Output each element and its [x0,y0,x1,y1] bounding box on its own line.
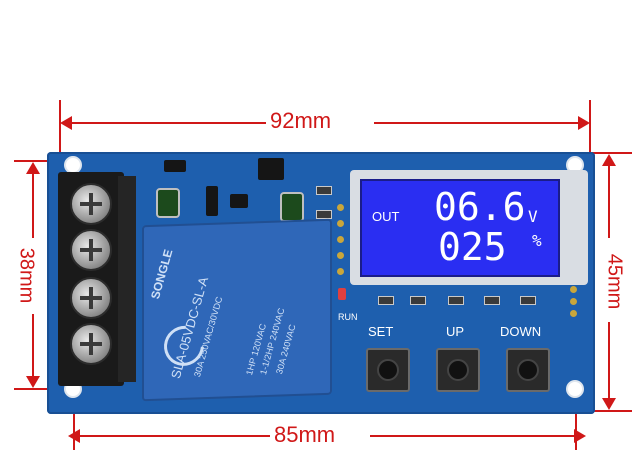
smd-row-5 [520,296,536,305]
header-pin-3 [337,236,344,243]
left-arrow-down-icon [26,376,40,388]
right-extension-top [592,152,632,154]
terminal-block-side [118,176,136,382]
screw-terminal-3[interactable] [70,277,112,319]
lcd-percent-unit: % [532,231,542,250]
led-indicator [338,288,346,300]
down-button[interactable] [506,348,550,392]
right-dimension-line-bottom [608,322,610,400]
set-button[interactable] [366,348,410,392]
bottom-arrow-right-icon [574,429,586,443]
top-arrow-left-icon [60,116,72,130]
top-extension-left [59,100,61,156]
smd-2 [316,210,332,219]
left-arrow-up-icon [26,162,40,174]
capacitor-2 [280,192,304,222]
down-button-label: DOWN [500,324,542,339]
screw-terminal-2[interactable] [70,229,112,271]
right-dimension-label: 45mm [603,253,626,310]
bottom-dimension-line-right [370,435,576,437]
top-dimension: 92mm [60,108,590,138]
screw-terminal-1[interactable] [70,183,112,225]
chip-diode-1 [164,160,186,172]
chip-diode-2 [206,186,218,216]
left-dimension-label: 38mm [15,247,38,304]
up-button-cap[interactable] [447,359,469,381]
top-extension-right [589,100,591,156]
screw-terminal-4[interactable] [70,323,112,365]
top-dimension-line-right [374,122,580,124]
right-dimension-line-top [608,164,610,238]
left-dimension-line-bottom [32,314,34,378]
relay-brand: SONGLE [148,247,176,301]
bottom-dimension-line-left [74,435,270,437]
up-button[interactable] [436,348,480,392]
smd-row-1 [378,296,394,305]
top-arrow-right-icon [578,116,590,130]
header-pin-5 [337,268,344,275]
header-pin-4 [337,252,344,259]
header-pin-2 [337,220,344,227]
bottom-dimension-label: 85mm [274,422,336,447]
side-header-pin-3 [570,310,577,317]
bottom-dimension: 85mm [68,422,588,452]
lcd-percent-value: 025 [438,225,507,269]
set-button-label: SET [368,324,394,339]
right-extension-bottom [592,410,632,412]
top-dimension-label: 92mm [270,108,332,133]
left-dimension: 38mm [14,160,58,392]
lcd-display: OUT 06.6 V 025 % [360,179,560,277]
lcd-voltage-unit: V [528,207,538,226]
header-pin-1 [337,204,344,211]
run-label: RUN [338,312,358,322]
bottom-extension-left [73,394,75,450]
top-dimension-line-left [66,122,266,124]
right-arrow-down-icon [602,398,616,410]
side-header-pin-2 [570,298,577,305]
lcd-voltage-value: 06.6 [434,185,526,229]
bottom-extension-right [575,394,577,450]
right-dimension: 45mm [592,152,638,414]
right-arrow-up-icon [602,154,616,166]
smd-row-3 [448,296,464,305]
chip-top [258,158,284,180]
chip-small-1 [230,194,248,208]
down-button-cap[interactable] [517,359,539,381]
relay: SONGLE SLA-05VDC-SL-A 30A 250VAC/30VDC 1… [142,218,332,402]
lcd-out-label: OUT [372,209,400,224]
capacitor-1 [156,188,180,218]
mount-hole-bottom-right [566,380,584,398]
set-button-cap[interactable] [377,359,399,381]
left-extension-bottom [14,388,58,390]
left-dimension-line-top [32,172,34,238]
side-header-pin-1 [570,286,577,293]
up-button-label: UP [446,324,465,339]
smd-1 [316,186,332,195]
smd-row-4 [484,296,500,305]
smd-row-2 [410,296,426,305]
left-extension-top [14,160,58,162]
